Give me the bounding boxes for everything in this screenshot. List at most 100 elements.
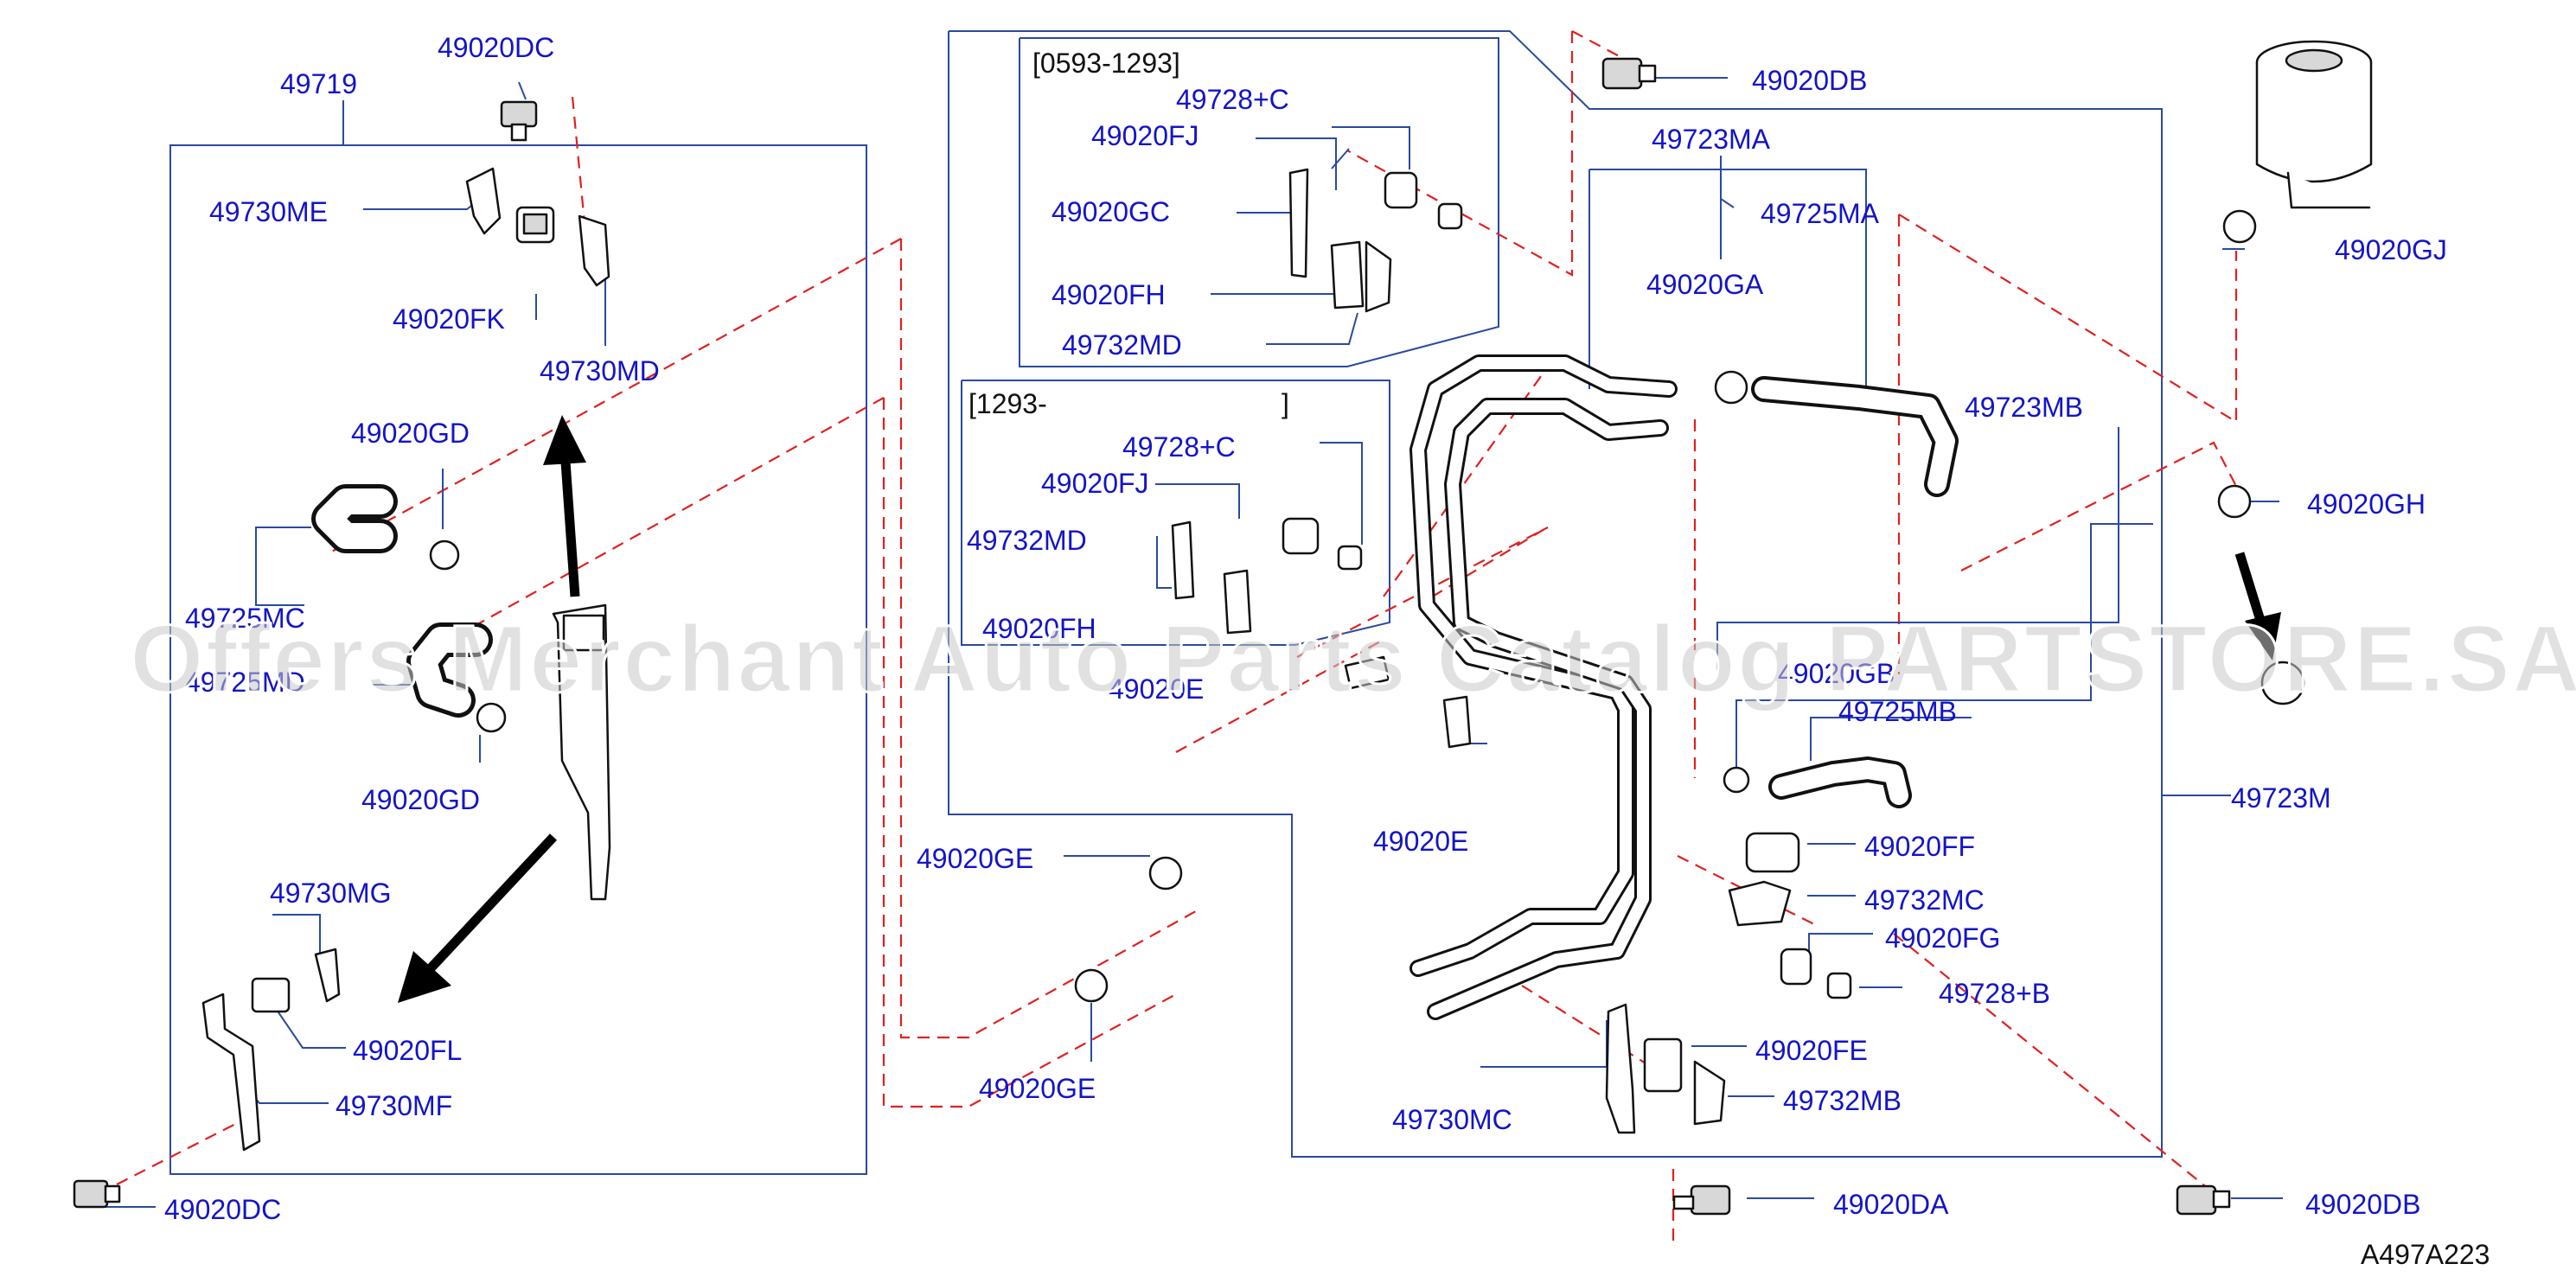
clip-49020E-left [1344, 655, 1390, 690]
block-49020FE [1643, 1037, 1683, 1093]
label-49020GC: 49020GC [1051, 196, 1170, 227]
block-49020FL [251, 977, 291, 1013]
bracket-49730MD [578, 214, 610, 287]
clip-49730MG [314, 948, 341, 1003]
label-49730MF: 49730MF [336, 1090, 452, 1121]
bracket-49730MF [201, 993, 261, 1152]
diagram-code: A497A223 [2361, 1239, 2490, 1270]
label-49020GD-top: 49020GD [351, 418, 470, 449]
bolt-49020DA [1672, 1184, 1731, 1216]
bolt-49020DB-bottom [2176, 1184, 2231, 1216]
right-group-frame [948, 30, 2163, 1158]
cap [2260, 661, 2305, 705]
label-49728C-b: 49728+C [1122, 431, 1236, 463]
clamp-49020GJ [2222, 209, 2257, 244]
clamp-49020GE-top [1148, 856, 1183, 890]
label-49020FL: 49020FL [353, 1035, 462, 1066]
left-group-box [169, 144, 867, 1175]
label-49732MD-b: 49732MD [967, 525, 1087, 556]
arrow-down-right-icon [2234, 552, 2281, 661]
reservoir-bracket [552, 603, 611, 901]
clamp-49020GE-bottom [1074, 968, 1109, 1003]
arrow-down-left-icon [398, 833, 558, 1003]
clamp-49020GD-top [429, 539, 460, 571]
label-49020DC-top: 49020DC [438, 32, 554, 63]
block-49020FH-a [1330, 240, 1365, 310]
label-49020FG: 49020FG [1885, 922, 2000, 954]
collar-49728C-a [1437, 202, 1463, 230]
collar-49728C-b [1337, 545, 1363, 571]
direction-arrows [398, 415, 2281, 1003]
label-49730MC: 49730MC [1392, 1104, 1512, 1135]
clamp-49020GD-bottom [476, 702, 507, 733]
block-49020FK [515, 206, 555, 244]
label-49728C-a: 49728+C [1176, 84, 1289, 115]
bolt-49020DC-bottom [73, 1179, 121, 1209]
part-labels: 49719 49020DC 49730ME 49020FK 49730MD 49… [164, 32, 2490, 1270]
label-49020GE-bottom: 49020GE [979, 1073, 1096, 1104]
clip-49732MD-a [1365, 240, 1392, 313]
label-49725MC: 49725MC [185, 603, 305, 634]
label-49020FE: 49020FE [1755, 1035, 1868, 1066]
label-49725MB: 49725MB [1838, 696, 1957, 727]
label-49020FJ-b: 49020FJ [1041, 468, 1149, 499]
label-49020DC-bottom: 49020DC [164, 1194, 281, 1225]
label-49020GD-bottom: 49020GD [361, 784, 480, 815]
frame-lines [169, 30, 2163, 1175]
label-49730MD: 49730MD [540, 355, 660, 386]
label-49723MB: 49723MB [1965, 392, 2083, 423]
block-49020FF [1745, 832, 1800, 873]
clamp-49020GA [1714, 370, 1748, 405]
label-49020GA: 49020GA [1646, 269, 1764, 300]
label-49020DB-bottom: 49020DB [2305, 1189, 2420, 1220]
date-range-early: [0593-1293] [1032, 48, 1180, 79]
label-49732MC: 49732MC [1864, 884, 1985, 916]
parts [73, 40, 2373, 1216]
label-49020FF: 49020FF [1864, 831, 1975, 862]
early-range-box [1019, 37, 1499, 367]
label-49725MD: 49725MD [185, 667, 305, 698]
label-49732MB: 49732MB [1783, 1085, 1902, 1116]
date-range-late: [1293- [968, 388, 1047, 419]
bracket-49730ME [465, 167, 502, 235]
arrow-up-icon [543, 415, 586, 597]
label-49020FH-a: 49020FH [1051, 279, 1166, 310]
bolt-49020DB-top [1601, 57, 1657, 90]
grommet-49020FJ-b [1282, 517, 1320, 555]
label-49020GJ: 49020GJ [2335, 234, 2447, 265]
label-49020GE-top: 49020GE [917, 843, 1033, 874]
pipe-assembly [1409, 354, 1959, 1020]
label-49020DA: 49020DA [1833, 1189, 1949, 1220]
label-49020FH-b: 49020FH [982, 613, 1096, 644]
label-49020GB: 49020GB [1778, 658, 1895, 689]
clip-49020GC [1288, 168, 1309, 278]
grommet-49020FG [1780, 948, 1812, 986]
clamp-49020GH [2217, 484, 2252, 519]
label-49020E-left: 49020E [1109, 673, 1204, 705]
reservoir-tank [2255, 40, 2373, 209]
label-49723M: 49723M [2231, 782, 2331, 814]
grommet-49020FJ-a [1384, 171, 1418, 209]
leader-lines [104, 77, 2283, 1208]
bracket-49730MC [1605, 1003, 1636, 1134]
label-49732MD-a: 49732MD [1062, 329, 1182, 361]
label-49730ME: 49730ME [209, 196, 328, 227]
clip-49732MC [1728, 880, 1792, 927]
label-49020DB-top: 49020DB [1752, 65, 1867, 96]
clip-49732MB [1693, 1060, 1726, 1126]
bolt-49020DC-top [500, 100, 538, 142]
collar-49728B [1826, 972, 1852, 999]
label-49730MG: 49730MG [270, 878, 392, 909]
label-49020FJ-a: 49020FJ [1091, 120, 1199, 151]
clip-49732MD-b [1171, 520, 1195, 600]
label-49020GH: 49020GH [2307, 488, 2426, 520]
clip-49020E-right [1442, 695, 1472, 749]
label-49719: 49719 [280, 68, 357, 99]
label-49725MA: 49725MA [1761, 198, 1880, 229]
label-49728B: 49728+B [1939, 978, 2050, 1009]
watermark-text: Offers Merchant Auto Parts Catalog PARTS… [130, 606, 2576, 712]
block-49020FH-b [1223, 569, 1252, 635]
label-49020E-right: 49020E [1373, 826, 1468, 857]
date-range-late-close: ] [1282, 388, 1289, 419]
